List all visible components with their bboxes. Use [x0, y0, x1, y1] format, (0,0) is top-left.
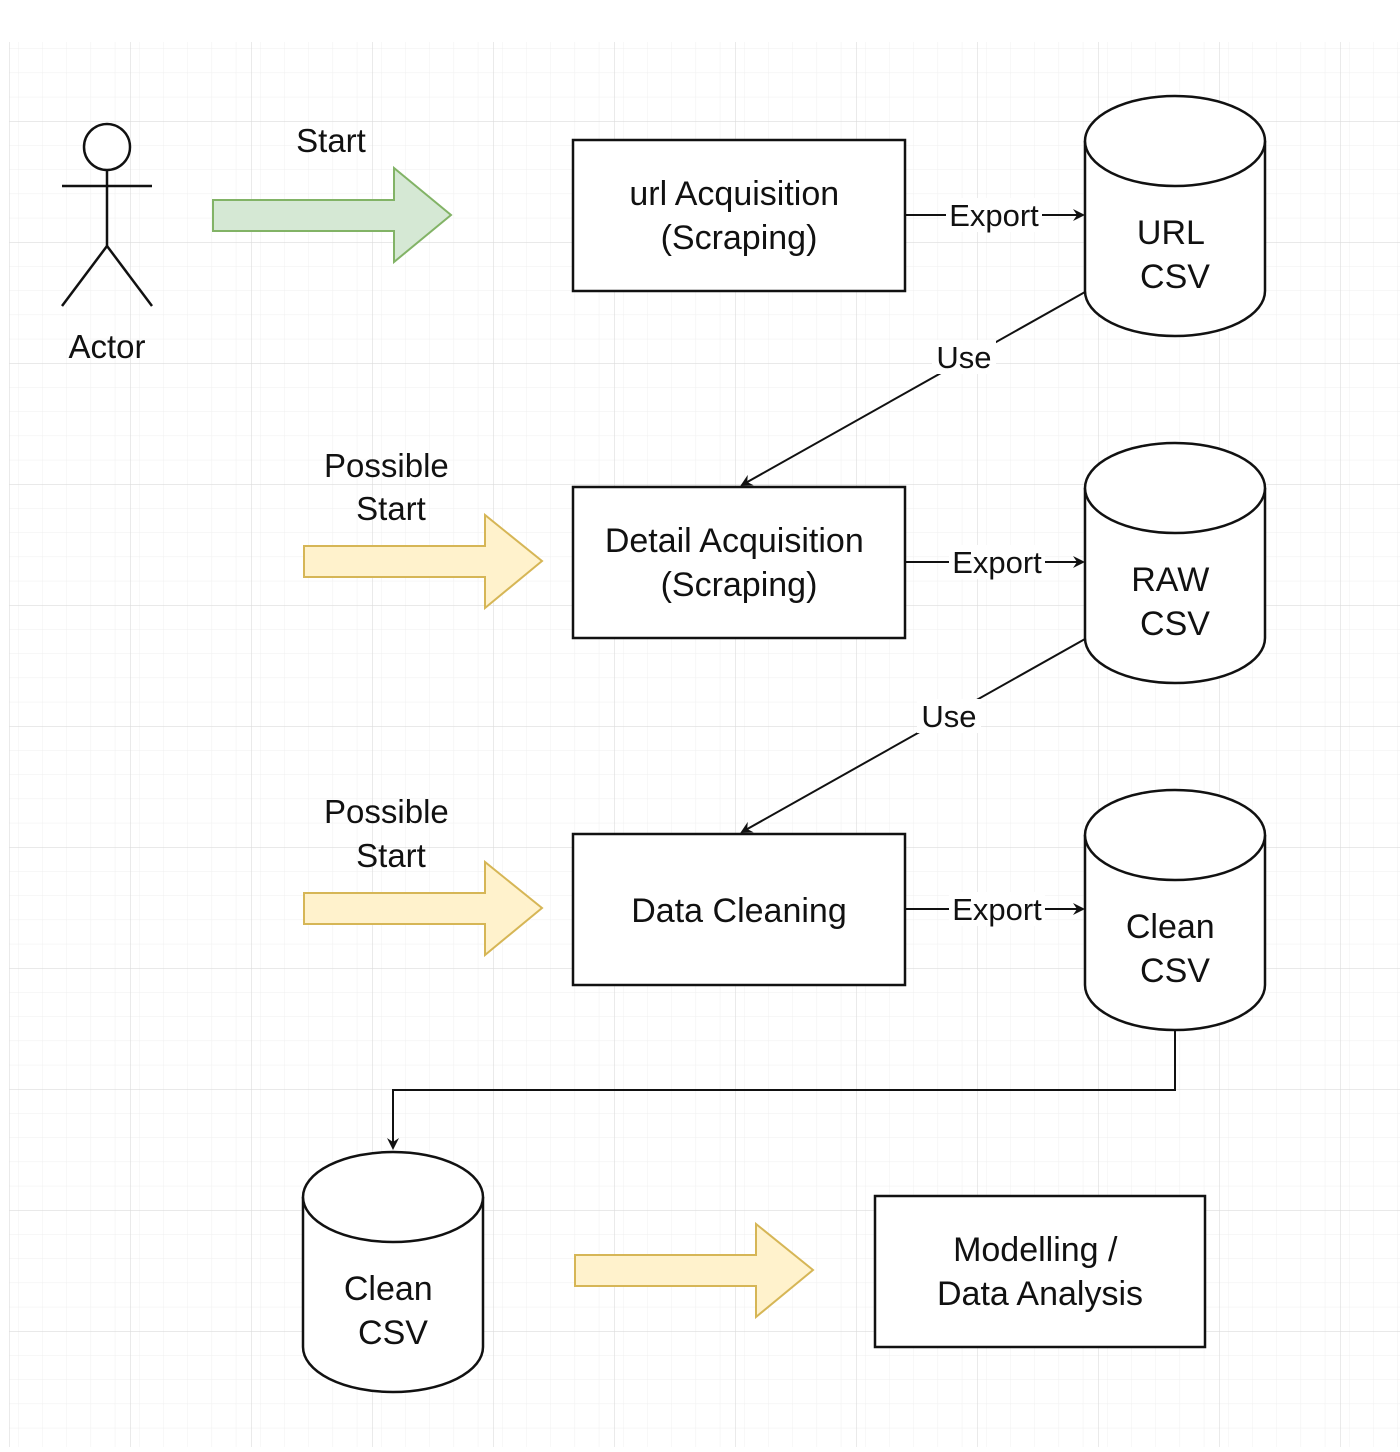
url-csv-line-1: URL: [1137, 214, 1204, 252]
detail-acquisition-box[interactable]: [571, 485, 907, 640]
actor-figure[interactable]: [61, 122, 153, 307]
url-csv-store[interactable]: [1083, 94, 1267, 338]
url-acquisition-box[interactable]: [571, 138, 907, 293]
actor-label: Actor: [68, 328, 145, 365]
raw-csv-line-2: CSV: [1140, 605, 1210, 643]
raw-csv-store[interactable]: [1083, 441, 1267, 685]
url-acquisition-line-1: url Acquisition: [629, 175, 839, 213]
clean-csv-connector[interactable]: [387, 1030, 1176, 1150]
data-cleaning-box[interactable]: [571, 832, 907, 987]
modelling-box[interactable]: [873, 1194, 1207, 1349]
use-edge-2[interactable]: Use: [740, 638, 1086, 833]
detail-acquisition-line-2: (Scraping): [661, 566, 818, 604]
possible-start-arrow-1[interactable]: [303, 512, 544, 611]
url-csv-label: URL CSV: [1137, 214, 1213, 296]
use-edge-1[interactable]: Use: [740, 291, 1086, 486]
export-label-3: Export: [952, 892, 1042, 927]
modelling-line-2: Data Analysis: [937, 1275, 1143, 1313]
url-acquisition-line-2: (Scraping): [661, 219, 818, 257]
export-edge-1[interactable]: Export: [905, 198, 1085, 233]
actor-head: [82, 122, 132, 172]
possible-start-1-line-2: Start: [356, 490, 426, 527]
clean-csv-line-1: Clean: [1126, 908, 1215, 946]
possible-start-1-line-1: Possible: [324, 447, 449, 484]
possible-start-2-line-1: Possible: [324, 793, 449, 830]
start-arrow[interactable]: [212, 165, 453, 265]
detail-acquisition-line-1: Detail Acquisition: [605, 522, 864, 560]
raw-csv-line-1: RAW: [1131, 561, 1209, 599]
modelling-line-1: Modelling /: [953, 1231, 1118, 1269]
raw-csv-label: RAW CSV: [1131, 561, 1219, 643]
clean-csv-final-line-2: CSV: [358, 1314, 428, 1352]
possible-start-label-2: Possible Start: [324, 793, 458, 874]
clean-csv-line-2: CSV: [1140, 952, 1210, 990]
use-label-1: Use: [936, 340, 991, 375]
clean-csv-store[interactable]: [1083, 788, 1267, 1032]
possible-start-2-line-2: Start: [356, 837, 426, 874]
export-edge-3[interactable]: Export: [905, 892, 1085, 927]
analysis-arrow[interactable]: [574, 1221, 815, 1320]
data-cleaning-label: Data Cleaning: [631, 892, 846, 930]
export-label-2: Export: [952, 545, 1042, 580]
possible-start-label-1: Possible Start: [324, 447, 458, 527]
export-label-1: Export: [949, 198, 1039, 233]
use-label-2: Use: [921, 699, 976, 734]
clean-csv-final-line-1: Clean: [344, 1270, 433, 1308]
modelling-label: Modelling / Data Analysis: [937, 1231, 1143, 1313]
clean-csv-label: Clean CSV: [1126, 908, 1224, 990]
export-edge-2[interactable]: Export: [905, 545, 1085, 580]
start-label: Start: [296, 122, 366, 159]
clean-csv-final-label: Clean CSV: [344, 1270, 442, 1352]
url-csv-line-2: CSV: [1140, 258, 1210, 296]
url-acquisition-label: url Acquisition (Scraping): [629, 175, 848, 257]
possible-start-arrow-2[interactable]: [303, 859, 544, 958]
detail-acquisition-label: Detail Acquisition (Scraping): [605, 522, 873, 604]
clean-csv-final-store[interactable]: [301, 1150, 485, 1394]
